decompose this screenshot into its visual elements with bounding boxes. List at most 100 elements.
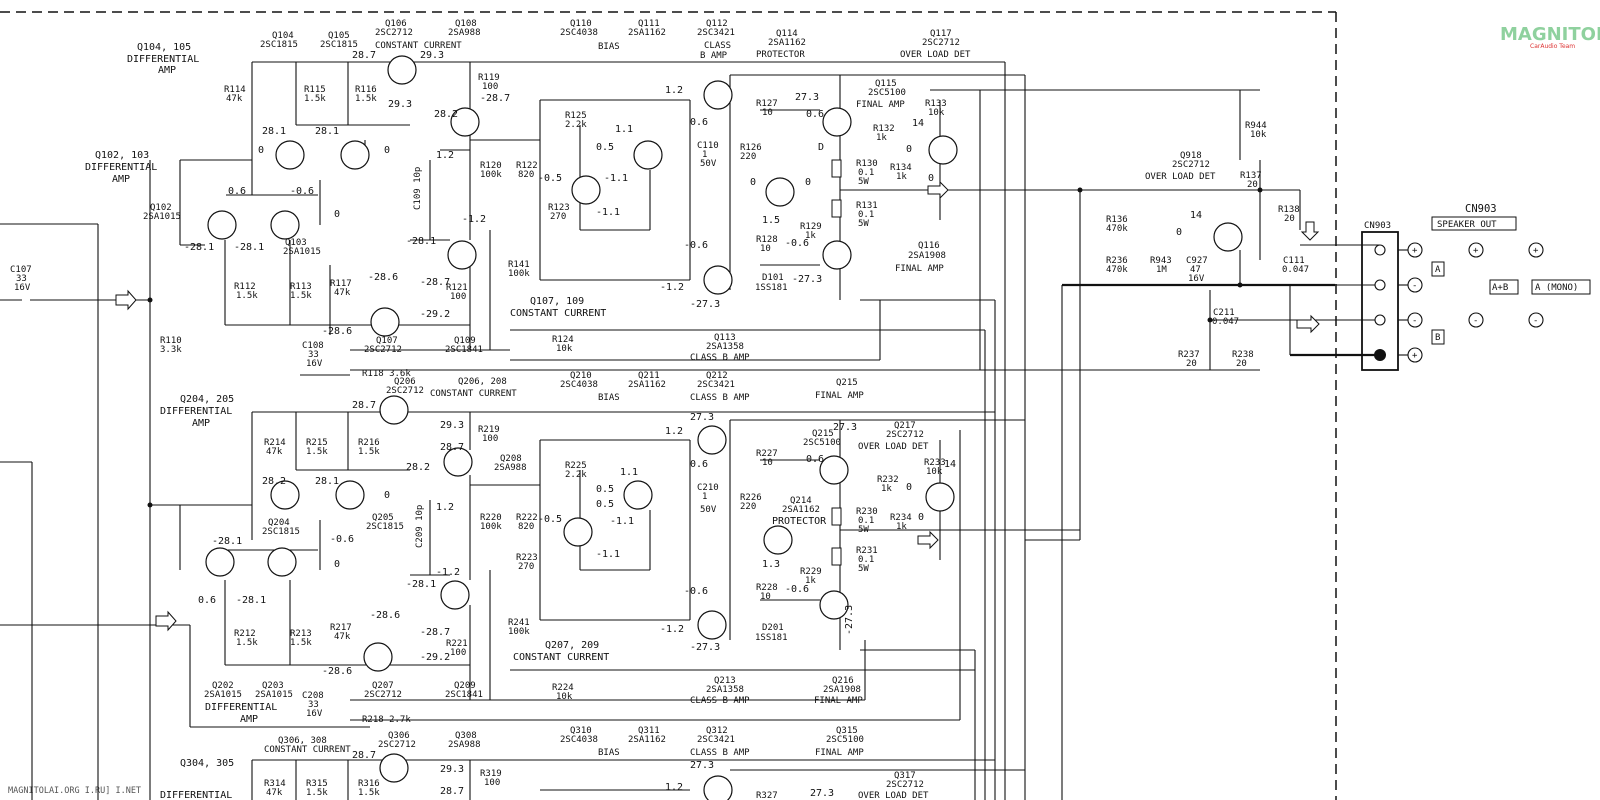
svg-text:1SS181: 1SS181 [755, 633, 788, 643]
svg-text:2SC3421: 2SC3421 [697, 380, 735, 390]
svg-text:Q212: Q212 [706, 371, 728, 381]
svg-text:2SC2712: 2SC2712 [886, 780, 924, 790]
svg-text:R212: R212 [234, 629, 256, 639]
output-arrow-icon [1296, 314, 1320, 334]
input-arrow-icon-2 [155, 610, 177, 632]
svg-text:2SC3421: 2SC3421 [697, 28, 735, 38]
svg-text:Q206: Q206 [394, 377, 416, 387]
svg-text:R223: R223 [516, 553, 538, 563]
svg-text:R116: R116 [355, 85, 377, 95]
svg-text:2SC5100: 2SC5100 [868, 88, 906, 98]
svg-text:Q102, 103: Q102, 103 [95, 150, 149, 161]
svg-text:27.3: 27.3 [833, 422, 857, 433]
svg-text:C209 10p: C209 10p [415, 505, 425, 548]
svg-text:1.5k: 1.5k [236, 291, 258, 301]
svg-text:R233: R233 [924, 458, 946, 468]
stage-1-power-resistors [831, 159, 842, 218]
svg-text:10k: 10k [1250, 130, 1267, 140]
svg-text:2.2k: 2.2k [565, 470, 587, 480]
svg-text:R944: R944 [1245, 121, 1267, 131]
svg-text:CLASS: CLASS [704, 41, 731, 51]
svg-text:-1.1: -1.1 [596, 207, 620, 218]
svg-text:AMP: AMP [112, 174, 130, 185]
svg-text:R112: R112 [234, 282, 256, 292]
svg-text:R219: R219 [478, 425, 500, 435]
svg-text:47k: 47k [226, 94, 243, 104]
svg-text:FINAL AMP: FINAL AMP [856, 100, 905, 110]
svg-text:DIFFERENTIAL: DIFFERENTIAL [127, 54, 199, 65]
svg-text:R118 3.6k: R118 3.6k [362, 369, 411, 379]
svg-text:A: A [1435, 265, 1441, 275]
svg-text:-28.6: -28.6 [370, 610, 400, 621]
svg-text:10k: 10k [928, 108, 945, 118]
svg-text:Q111: Q111 [638, 19, 660, 29]
svg-text:R120: R120 [480, 161, 502, 171]
speaker-connector: CN903 [1361, 221, 1412, 371]
svg-text:28.1: 28.1 [262, 126, 286, 137]
svg-text:C211: C211 [1213, 308, 1235, 318]
svg-text:20: 20 [1284, 214, 1295, 224]
svg-text:47k: 47k [334, 288, 351, 298]
svg-text:+: + [1412, 351, 1418, 361]
svg-text:-: - [1473, 316, 1478, 326]
svg-text:C927: C927 [1186, 256, 1208, 266]
svg-text:220: 220 [740, 152, 756, 162]
svg-text:OVER LOAD DET: OVER LOAD DET [858, 791, 929, 800]
svg-text:-: - [1533, 316, 1538, 326]
svg-text:-0.6: -0.6 [684, 586, 708, 597]
svg-text:3.3k: 3.3k [160, 345, 182, 355]
svg-text:1k: 1k [881, 484, 892, 494]
svg-text:29.3: 29.3 [440, 420, 464, 431]
svg-text:Q110: Q110 [570, 19, 592, 29]
svg-text:27.3: 27.3 [690, 760, 714, 771]
stage-3-voltages: 28.7 29.3 28.7 1.2 27.3 27.3 [352, 750, 834, 799]
svg-text:1.5k: 1.5k [306, 447, 328, 457]
svg-text:FINAL AMP: FINAL AMP [815, 391, 864, 401]
svg-text:0: 0 [918, 512, 924, 523]
svg-text:0.047: 0.047 [1212, 317, 1239, 327]
svg-text:28.1: 28.1 [315, 476, 339, 487]
down-arrow-icon [1300, 221, 1320, 241]
svg-text:Q217: Q217 [894, 421, 916, 431]
stage-1-voltages: 28.7 29.3 29.3 28.2 -28.7 28.1 28.1 0 0 … [184, 50, 1202, 337]
svg-text:0: 0 [334, 559, 340, 570]
svg-text:2SC1815: 2SC1815 [320, 40, 358, 50]
svg-text:R130: R130 [856, 159, 878, 169]
svg-text:OVER LOAD DET: OVER LOAD DET [900, 50, 971, 60]
svg-text:R138: R138 [1278, 205, 1300, 215]
svg-text:R124: R124 [552, 335, 574, 345]
svg-text:2SA988: 2SA988 [448, 740, 481, 750]
svg-text:10: 10 [762, 108, 773, 118]
svg-text:2SA1162: 2SA1162 [628, 380, 666, 390]
svg-text:1.5k: 1.5k [290, 638, 312, 648]
svg-text:14: 14 [912, 118, 924, 129]
svg-text:2SA1015: 2SA1015 [283, 247, 321, 257]
svg-text:220: 220 [740, 502, 756, 512]
svg-text:33: 33 [308, 700, 319, 710]
svg-text:Q114: Q114 [776, 29, 798, 39]
svg-text:28.7: 28.7 [352, 400, 376, 411]
svg-text:16V: 16V [306, 709, 323, 719]
svg-text:R125: R125 [565, 111, 587, 121]
svg-text:0: 0 [258, 145, 264, 156]
svg-text:5W: 5W [858, 564, 869, 574]
svg-text:R113: R113 [290, 282, 312, 292]
svg-text:50V: 50V [700, 159, 717, 169]
svg-text:R134: R134 [890, 163, 912, 173]
svg-text:0.5: 0.5 [596, 499, 614, 510]
svg-text:FINAL AMP: FINAL AMP [815, 748, 864, 758]
svg-text:2SA1015: 2SA1015 [255, 690, 293, 700]
svg-text:-28.1: -28.1 [236, 595, 266, 606]
svg-text:Q214: Q214 [790, 496, 812, 506]
svg-text:R238: R238 [1232, 350, 1254, 360]
svg-text:Q207: Q207 [372, 681, 394, 691]
svg-text:CONSTANT CURRENT: CONSTANT CURRENT [430, 389, 517, 399]
svg-text:-28.1: -28.1 [212, 536, 242, 547]
svg-text:1k: 1k [896, 172, 907, 182]
svg-text:Q105: Q105 [328, 31, 350, 41]
stage-1-circuit [179, 61, 1260, 800]
svg-text:R319: R319 [480, 769, 502, 779]
svg-text:16V: 16V [306, 359, 323, 369]
svg-text:R129: R129 [800, 222, 822, 232]
